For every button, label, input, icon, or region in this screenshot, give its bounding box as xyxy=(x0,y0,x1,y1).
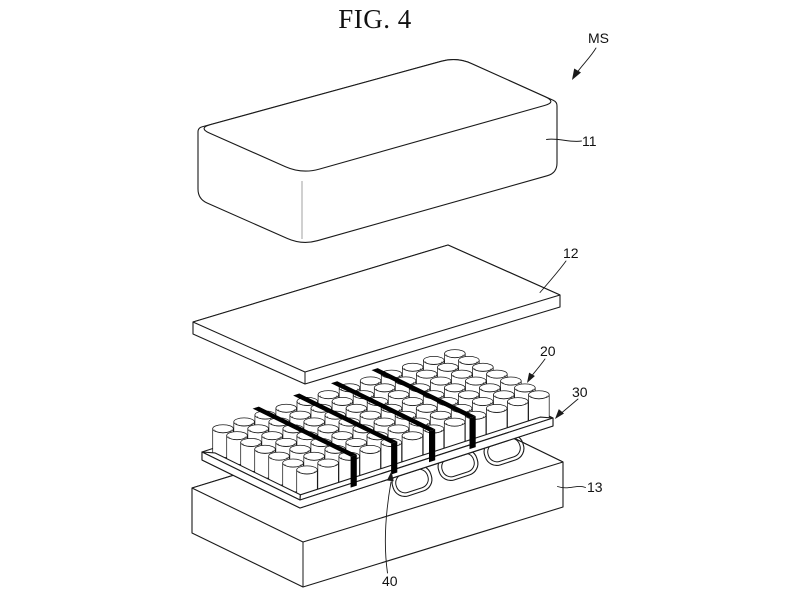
label-12: 12 xyxy=(563,245,579,261)
strap-band xyxy=(252,406,357,457)
figure-title: FIG. 4 xyxy=(338,4,412,34)
strap-end-drop xyxy=(391,441,398,475)
leader-11 xyxy=(546,138,582,142)
exploded-mattress-drawing xyxy=(191,59,564,588)
callout-40: 40 xyxy=(382,471,398,589)
reference-callouts: MS 11 12 20 30 13 xyxy=(382,30,609,589)
callout-13: 13 xyxy=(557,479,603,495)
callout-30: 30 xyxy=(555,384,588,419)
strap-end-drop xyxy=(469,416,476,450)
strap-end-drop xyxy=(350,454,357,488)
strap-band xyxy=(293,393,398,444)
leader-13 xyxy=(557,485,586,489)
callout-11: 11 xyxy=(546,133,597,149)
strap-band xyxy=(331,381,436,432)
plate-12 xyxy=(192,244,561,385)
label-40: 40 xyxy=(382,573,398,589)
strap-band xyxy=(371,368,476,419)
leader-12 xyxy=(539,260,567,293)
label-20: 20 xyxy=(540,343,556,359)
ms-arrowhead xyxy=(572,68,581,80)
arrowhead-30 xyxy=(555,409,564,419)
ms-leader-line xyxy=(575,47,597,75)
label-30: 30 xyxy=(572,384,588,400)
leader-40 xyxy=(384,481,392,574)
arrowhead-20 xyxy=(527,372,535,383)
straps-40 xyxy=(252,368,476,488)
top-cover-11 xyxy=(197,59,558,243)
label-11: 11 xyxy=(582,133,597,149)
frame-front-rail xyxy=(201,416,554,509)
callout-12: 12 xyxy=(539,245,579,293)
label-ms: MS xyxy=(588,30,609,46)
callout-20: 20 xyxy=(527,343,556,383)
arrowhead-40 xyxy=(386,471,394,482)
strap-end-drop xyxy=(429,429,436,463)
callout-ms: MS xyxy=(572,30,609,80)
label-13: 13 xyxy=(587,479,603,495)
